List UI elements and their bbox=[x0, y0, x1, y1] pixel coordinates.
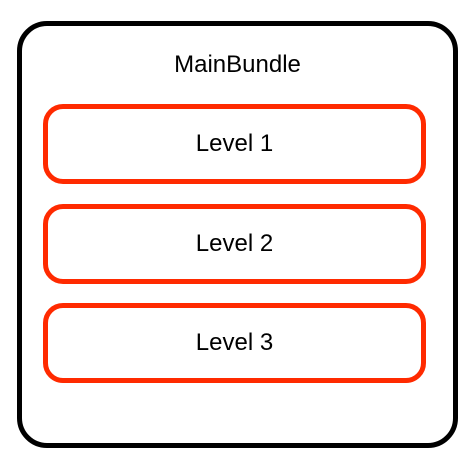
level-2-box: Level 2 bbox=[43, 204, 426, 284]
main-bundle-title: MainBundle bbox=[174, 51, 301, 78]
level-1-box: Level 1 bbox=[43, 104, 426, 184]
level-1-label: Level 1 bbox=[195, 130, 274, 157]
level-2-label: Level 2 bbox=[195, 230, 274, 257]
main-bundle-container: MainBundle Level 1 Level 2 Level 3 bbox=[17, 21, 458, 448]
level-3-box: Level 3 bbox=[43, 303, 426, 383]
level-3-label: Level 3 bbox=[195, 329, 274, 356]
